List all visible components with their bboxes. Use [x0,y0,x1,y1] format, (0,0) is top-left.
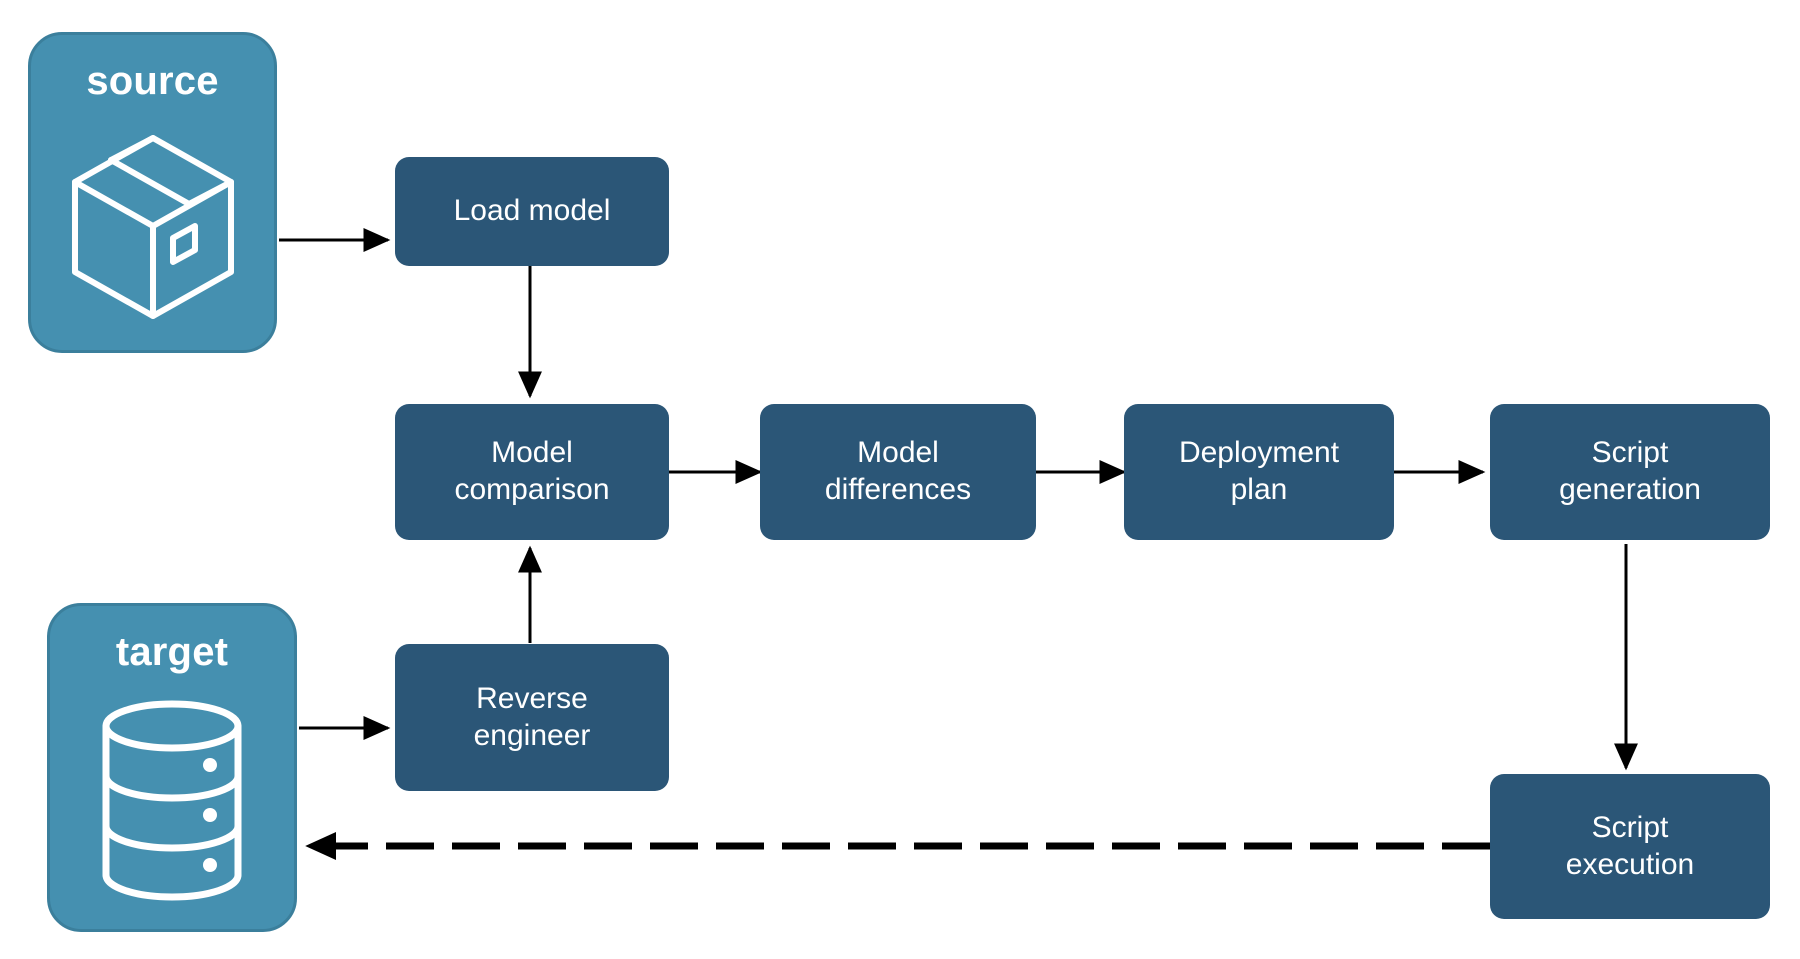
node-deployment-plan-label: Deployment plan [1178,436,1340,506]
node-deployment-plan[interactable]: Deployment plan [1124,404,1394,540]
node-load-model-label: Load model [453,194,611,228]
node-reverse-engineer[interactable]: Reverse engineer [395,644,669,791]
endpoint-source-label: source [86,59,219,103]
node-script-generation[interactable]: Script generation [1490,404,1770,540]
endpoint-source[interactable]: source [28,32,277,353]
endpoint-target[interactable]: target [47,603,297,932]
node-model-differences-label: Model differences [824,436,972,506]
node-model-comparison-label: Model comparison [454,436,610,506]
node-script-execution[interactable]: Script execution [1490,774,1770,919]
node-script-execution-label: Script execution [1565,810,1695,881]
endpoint-target-label: target [115,630,229,674]
database-cylinder-icon [50,672,294,929]
node-model-comparison[interactable]: Model comparison [395,404,669,540]
node-script-generation-label: Script generation [1559,436,1701,506]
node-model-differences[interactable]: Model differences [760,404,1036,540]
node-reverse-engineer-label: Reverse engineer [473,681,591,752]
node-load-model[interactable]: Load model [395,157,669,266]
package-box-icon [31,101,274,350]
